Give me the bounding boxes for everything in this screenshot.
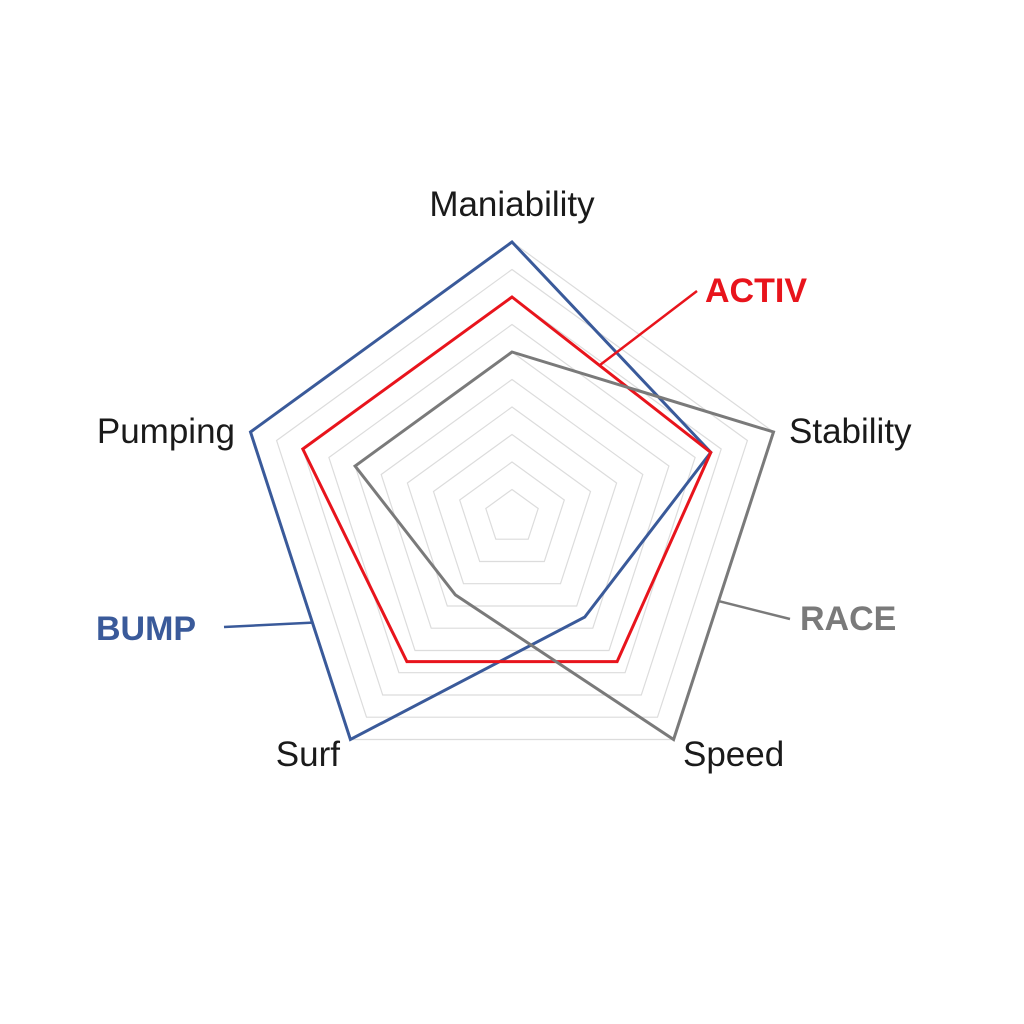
axis-label-stability: Stability [789,412,912,451]
grid-ring-7 [328,323,696,674]
grid-ring-4 [406,406,618,607]
grid-ring-8 [302,296,722,696]
series-polygon-activ [300,295,713,664]
grid-ring-3 [432,433,592,585]
axis-label-surf: Surf [276,735,340,774]
axis-label-maniability: Maniability [429,185,595,224]
axis-label-speed: Speed [683,735,784,774]
legend-leader-bump [223,621,313,629]
series-polygon-race [352,350,776,742]
axis-label-pumping: Pumping [97,412,235,451]
grid-ring-2 [458,461,566,563]
legend-label-race: RACE [800,600,896,638]
legend-label-bump: BUMP [96,610,196,648]
series-layer [248,240,776,742]
legend-leader-activ [598,290,698,367]
legend-label-activ: ACTIV [705,272,807,310]
grid-ring-1 [485,488,539,540]
legend-leader-race [718,599,791,621]
series-polygon-bump [248,240,713,742]
grid-ring-5 [380,378,644,629]
legend-leader-layer [223,290,791,629]
